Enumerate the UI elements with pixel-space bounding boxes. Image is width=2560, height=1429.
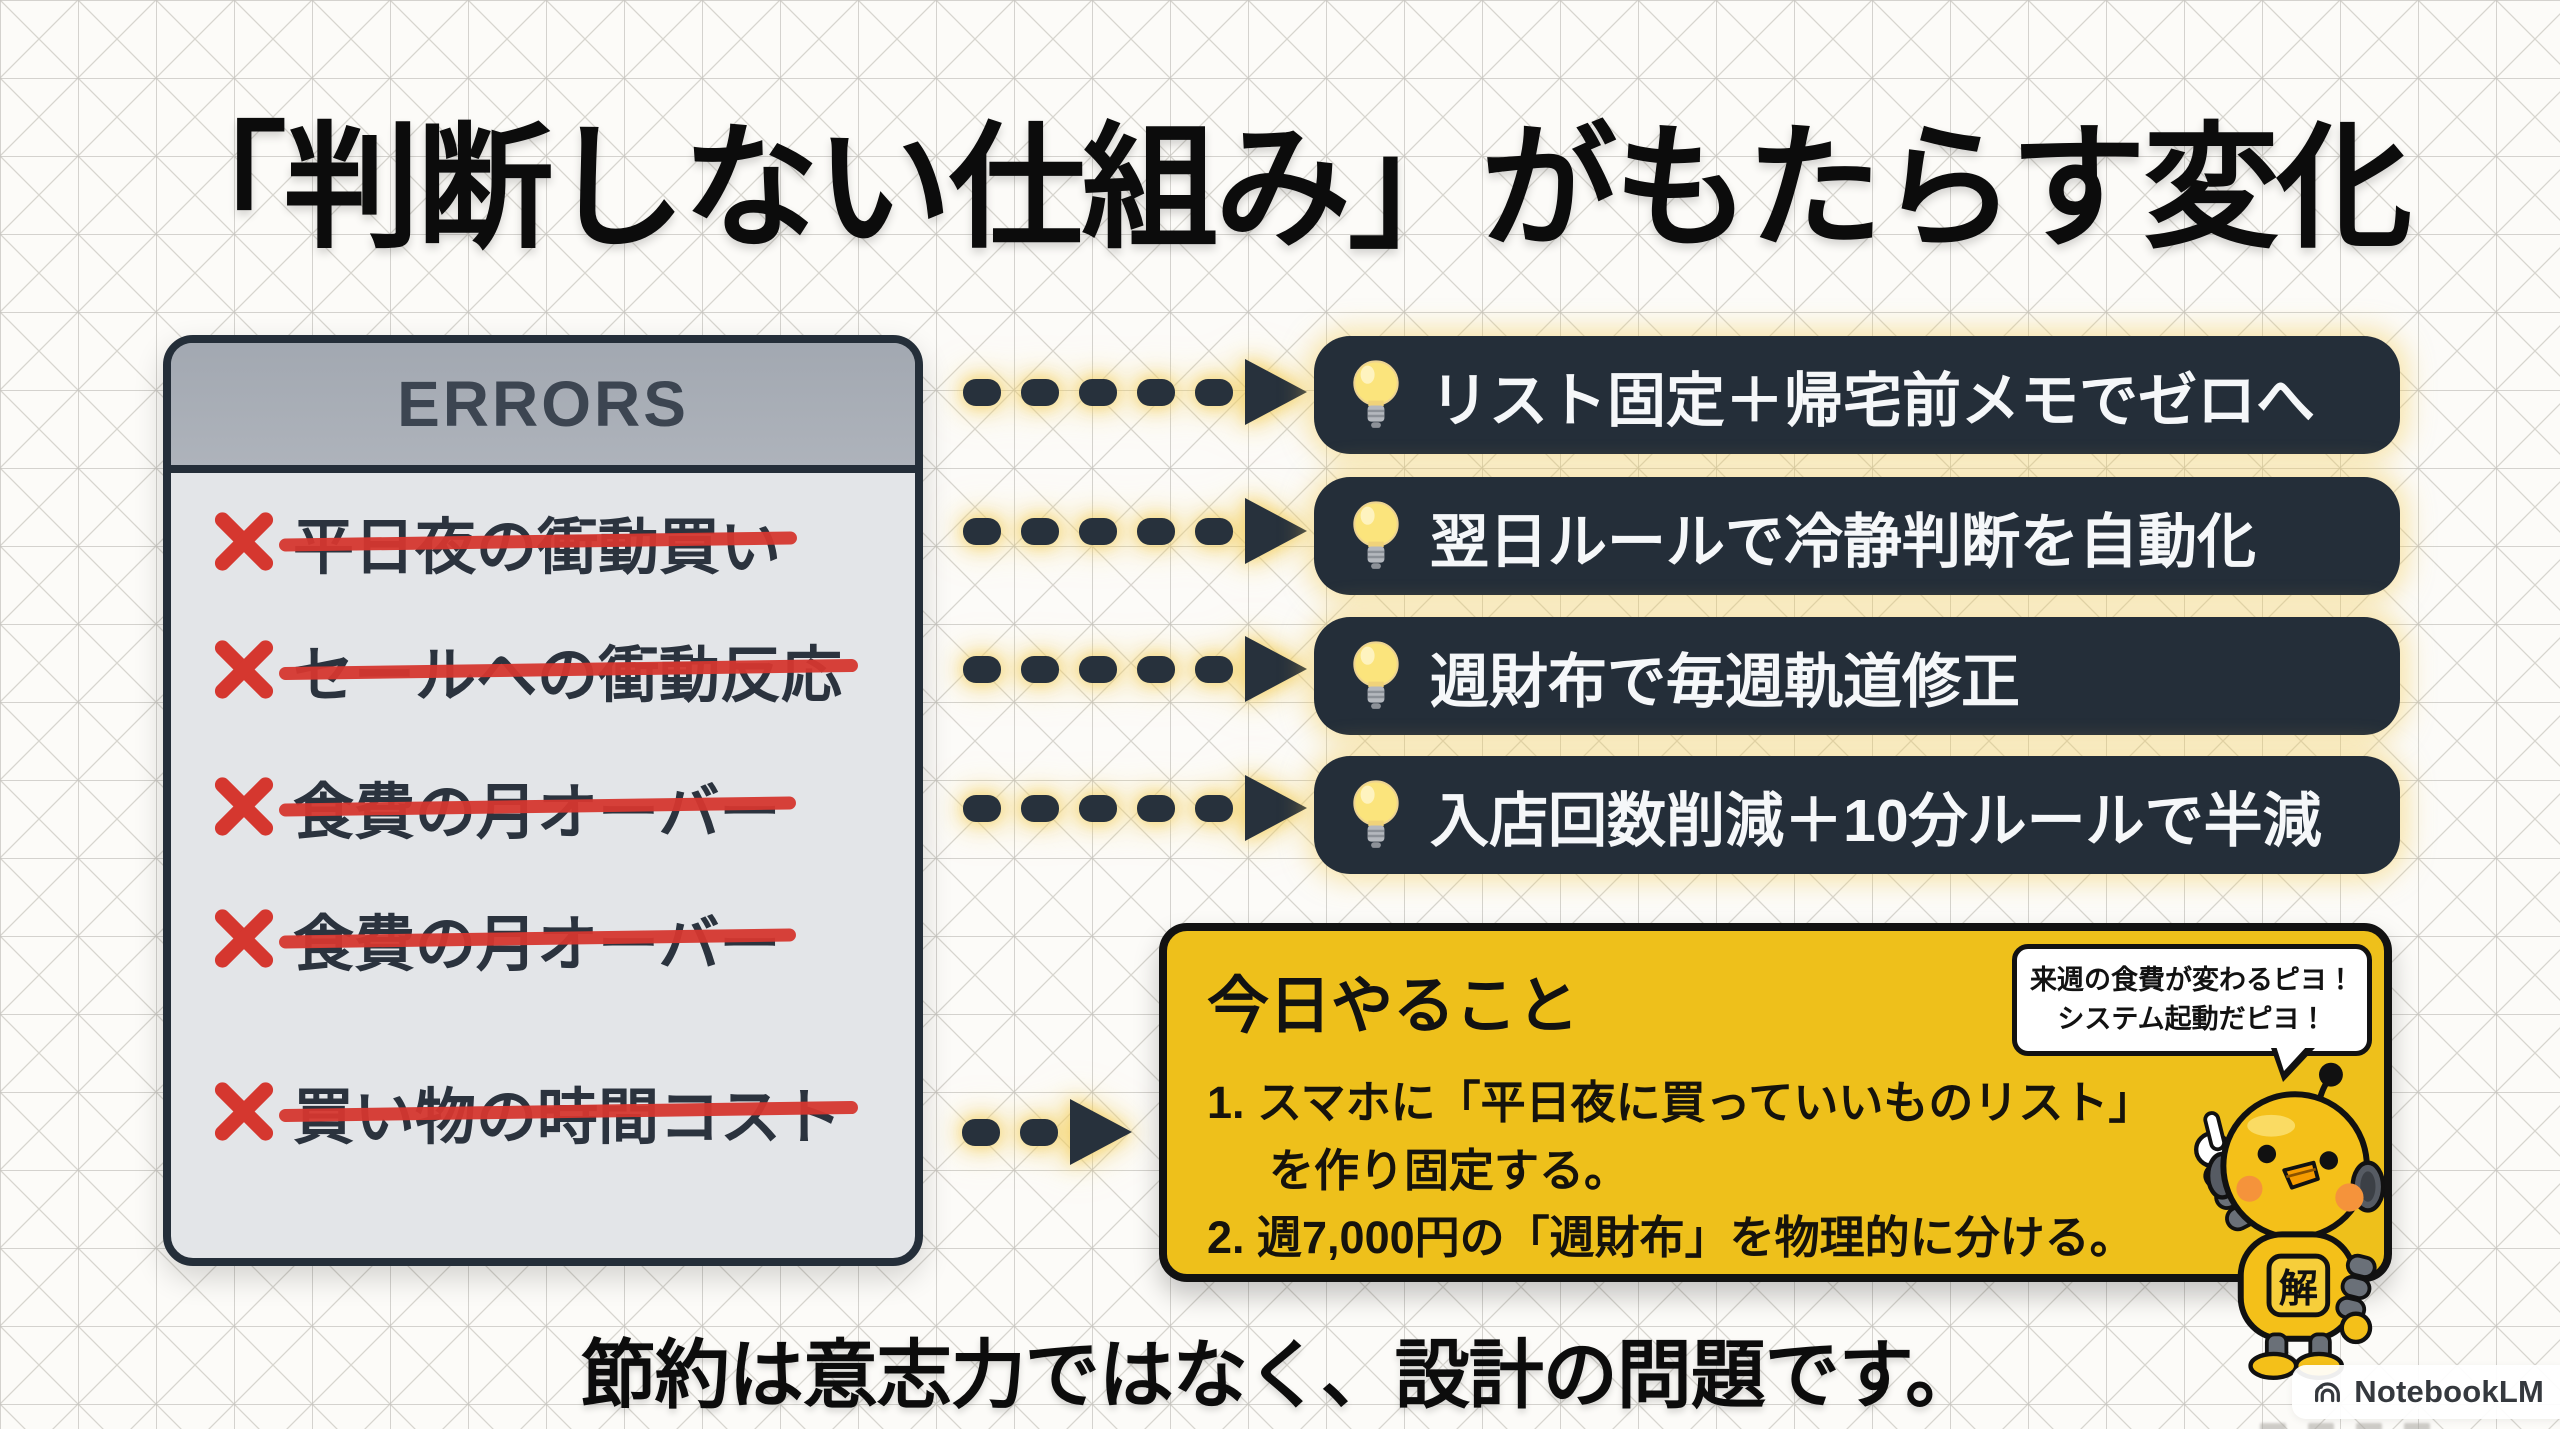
error-item: 買い物の時間コスト (211, 1065, 842, 1157)
todo-box-title: 今日やること (1207, 972, 1580, 1041)
error-item-label: 平日夜の衝動買い (293, 497, 781, 586)
error-item-label: セールへの衝動反応 (293, 625, 842, 714)
errors-panel-header: ERRORS (171, 343, 915, 473)
solution-box: 翌日ルールで冷静判断を自動化 (1314, 477, 2400, 595)
cutoff-text-fragment (2260, 1423, 2430, 1429)
bottom-tagline: 節約は意志力ではなく、設計の問題です。 (580, 1333, 1981, 1417)
solution-label: 翌日ルールで冷静判断を自動化 (1430, 508, 2257, 575)
solution-label: リスト固定＋帰宅前メモでゼロへ (1430, 367, 2316, 434)
error-item: 平日夜の衝動買い (211, 495, 781, 587)
todo-line: 2. 週7,000円の「週財布」を物理的に分ける。 (1207, 1212, 2135, 1263)
dashed-arrow-icon (963, 775, 1307, 841)
error-item-label: 食費の月オーバー (293, 894, 780, 983)
notebooklm-logo-icon (2315, 1382, 2341, 1403)
dashed-arrow-icon (963, 498, 1307, 564)
error-item: 食費の月オーバー (211, 760, 780, 852)
solution-box: 週財布で毎週軌道修正 (1314, 617, 2400, 735)
error-item: 食費の月オーバー (211, 892, 780, 984)
todo-line: を作り固定する。 (1269, 1144, 1630, 1196)
dashed-arrow-icon (962, 1099, 1132, 1165)
todo-line: 1. スマホに「平日夜に買っていいものリスト」 (1207, 1077, 2154, 1128)
solution-box: 入店回数削減＋10分ルールで半減 (1314, 756, 2400, 874)
red-x-icon (211, 1078, 277, 1144)
notebooklm-watermark: NotebookLM (2292, 1365, 2560, 1419)
lightbulb-icon (1353, 360, 1399, 428)
speech-line: 来週の食費が変わるピヨ！ (2030, 965, 2354, 995)
dashed-arrow-icon (963, 636, 1307, 702)
lightbulb-icon (1353, 501, 1399, 569)
red-x-icon (211, 905, 277, 971)
error-item: セールへの衝動反応 (211, 623, 842, 715)
error-item-label: 買い物の時間コスト (293, 1067, 842, 1156)
todo-list: 1. スマホに「平日夜に買っていいものリスト」 を作り固定する。 2. 週7,0… (1207, 1069, 2344, 1272)
error-item-label: 食費の月オーバー (293, 762, 780, 851)
chick-robot-mascot: 解 (2194, 1062, 2386, 1380)
errors-panel: ERRORS 平日夜の衝動買い セールへの衝動反応 食費の月オーバー 食費の月オ… (163, 335, 923, 1266)
watermark-label: NotebookLM (2354, 1374, 2544, 1409)
red-x-icon (211, 508, 277, 574)
speech-line: システム起動だピヨ！ (2057, 1004, 2327, 1035)
mascot-speech-bubble: 来週の食費が変わるピヨ！ システム起動だピヨ！ (2012, 944, 2372, 1083)
solution-label: 週財布で毎週軌道修正 (1430, 648, 2021, 715)
mascot-badge-label: 解 (2279, 1268, 2318, 1311)
red-x-icon (211, 773, 277, 839)
red-x-icon (211, 636, 277, 702)
lightbulb-icon (1353, 641, 1399, 709)
dashed-arrow-icon (963, 359, 1307, 425)
page-title: 「判断しない仕組み」がもたらす変化 (150, 112, 2412, 264)
lightbulb-icon (1353, 780, 1399, 848)
solution-box: リスト固定＋帰宅前メモでゼロへ (1314, 336, 2400, 454)
solution-label: 入店回数削減＋10分ルールで半減 (1430, 787, 2322, 854)
